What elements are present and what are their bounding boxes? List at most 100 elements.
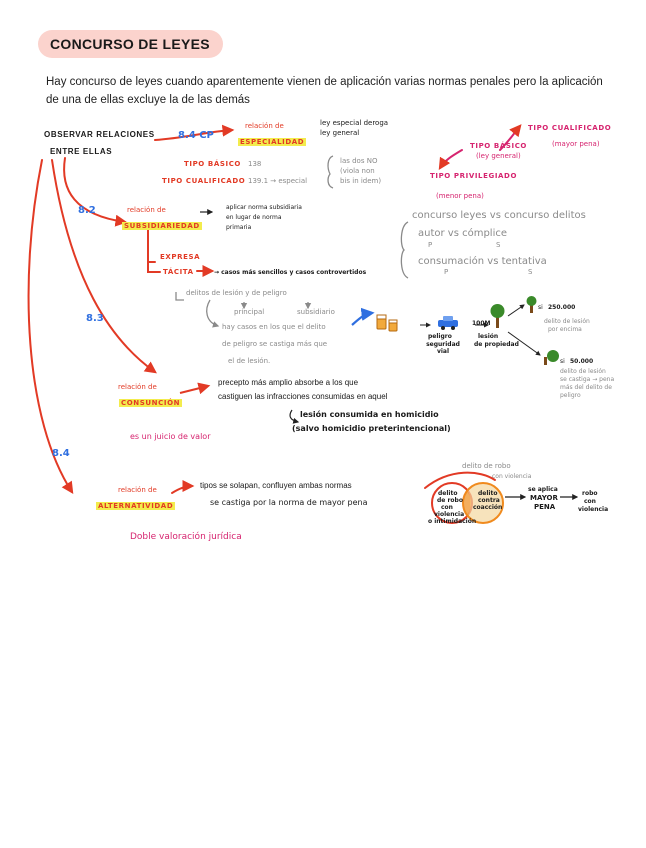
venn-left5: o intimidación	[428, 518, 477, 525]
doble-valoracion: Doble valoración jurídica	[130, 532, 242, 542]
cien-millones: 100M	[472, 320, 491, 327]
venn-left1: delito	[438, 490, 458, 497]
autor-p: P	[428, 241, 433, 249]
tacita-desc: → casos más sencillos y casos controvert…	[214, 269, 367, 276]
consuncion-desc2: castiguen las infracciones consumidas en…	[218, 392, 388, 401]
tipo-cualificado: TIPO CUALIFICADO	[162, 177, 246, 185]
alternatividad-label: ALTERNATIVIDAD	[96, 502, 176, 510]
right-cualificado-sub: (mayor pena)	[552, 140, 600, 148]
lesion-sub: de propiedad	[474, 341, 519, 348]
especialidad-law1: ley especial deroga	[320, 119, 389, 127]
caso2-si: si	[560, 358, 565, 365]
aplica-3: PENA	[534, 503, 556, 511]
venn-diagram	[431, 482, 504, 524]
tipo-basico: TIPO BÁSICO	[184, 160, 241, 168]
peligro-sub: seguridad vial	[426, 341, 460, 355]
ref-especialidad: 8.4 CP	[178, 130, 214, 141]
title-highlight	[38, 30, 223, 58]
ref-subsidiariedad: 8.2	[78, 205, 96, 216]
brace-text-2: (viola non	[340, 167, 375, 175]
rel-alternatividad: relación de	[118, 486, 157, 494]
tipo-cualificado-val: 139.1 → especial	[248, 177, 308, 185]
robo-2: con	[584, 498, 596, 505]
caso2-desc4: peligro	[560, 392, 581, 399]
aplica-1: se aplica	[528, 486, 558, 493]
venn-right3: coacción	[473, 504, 503, 511]
lesion-label: lesión	[478, 333, 499, 340]
caso2-desc3: más del delito de	[560, 384, 612, 391]
right-basico-sub: (ley general)	[476, 152, 521, 160]
consumacion-vs-tentativa: consumación vs tentativa	[418, 256, 547, 267]
robo-3: violencia	[578, 506, 609, 513]
brace-especialidad	[327, 155, 334, 189]
subsidiario-label: subsidiario	[297, 308, 335, 316]
alternatividad-desc2: se castiga por la norma de mayor pena	[210, 498, 368, 507]
venn-top2: con violencia	[492, 473, 532, 480]
complice-s: S	[496, 241, 501, 249]
expresa-label: EXPRESA	[160, 253, 201, 261]
subsidiariedad-desc3: primaria	[226, 224, 252, 231]
caso2-desc2: se castiga → pena	[560, 376, 615, 383]
venn-right2: contra	[478, 497, 500, 504]
intro-paragraph: Hay concurso de leyes cuando aparentemen…	[46, 76, 603, 106]
especialidad-label: ESPECIALIDAD	[238, 138, 307, 146]
subsidiariedad-label: SUBSIDIARIEDAD	[122, 222, 202, 230]
ref-consuncion: 8.3	[86, 313, 104, 324]
consuncion-example1: lesión consumida en homicidio	[300, 410, 439, 419]
consuncion-desc1: precepto más amplio absorbe a los que	[218, 378, 359, 387]
branch-line	[147, 229, 156, 263]
arrow-consuncion	[51, 159, 157, 374]
arrow-subsidiariedad	[63, 157, 128, 227]
tacita-label: TÁCITA	[163, 268, 194, 276]
tentativa-s: S	[528, 268, 533, 276]
page-title: CONCURSO DE LEYES	[50, 36, 210, 52]
caso2-amount: 50.000	[570, 358, 594, 365]
root-label-line1: OBSERVAR RELACIONES	[44, 130, 155, 139]
especialidad-law2: ley general	[320, 129, 360, 137]
beer-icon	[376, 314, 398, 332]
subsidiariedad-desc2: en lugar de norma	[226, 214, 282, 221]
venn-top1: delito de robo	[462, 462, 511, 470]
rel-especialidad: relación de	[245, 122, 284, 130]
right-privilegiado: TIPO PRIVILEGIADO	[430, 172, 518, 180]
tree-icon-small	[526, 296, 537, 313]
caso1-amount: 250.000	[548, 304, 576, 311]
root-label-line2: ENTRE ELLAS	[50, 147, 113, 156]
caso1-si: si	[538, 304, 543, 311]
delitos-lesion-peligro: delitos de lesión y de peligro	[186, 289, 287, 297]
brace-text-3: bis in idem)	[340, 177, 382, 185]
tipo-basico-num: 138	[248, 160, 262, 168]
caso1-desc1: delito de lesión	[544, 318, 590, 325]
arrow-alternatividad	[27, 159, 74, 495]
venn-right1: delito	[478, 490, 498, 497]
nota-line3: el de lesión.	[228, 357, 271, 365]
tree-icon-fallen	[544, 350, 559, 365]
right-privilegiado-sub: (menor pena)	[436, 192, 484, 200]
consumacion-p: P	[444, 268, 449, 276]
autor-vs-complice: autor vs cómplice	[418, 228, 508, 239]
right-cualificado: TIPO CUALIFICADO	[528, 124, 612, 132]
nota-line1: hay casos en los que el delito	[222, 323, 326, 331]
venn-left3: con	[441, 504, 453, 511]
car-icon	[438, 316, 458, 330]
caso2-desc1: delito de lesión	[560, 368, 606, 375]
concurso-leyes-vs-delitos: concurso leyes vs concurso delitos	[412, 210, 586, 221]
brace-text-1: las dos NO	[340, 157, 378, 165]
peligro-label: peligro	[428, 333, 452, 340]
juicio-de-valor: es un juicio de valor	[130, 432, 211, 441]
ref-alternatividad: 8.4	[52, 448, 70, 459]
rel-consuncion: relación de	[118, 383, 157, 391]
consuncion-example2: (salvo homicidio preterintencional)	[292, 424, 451, 433]
tree-icon	[490, 304, 505, 328]
nota-line2: de peligro se castiga más que	[222, 340, 328, 348]
aplica-2: MAYOR	[530, 494, 558, 502]
right-basico: TIPO BÁSICO	[470, 142, 527, 150]
alternatividad-desc1: tipos se solapan, confluyen ambas normas	[200, 481, 352, 490]
principal-label: principal	[234, 308, 265, 316]
brace-concursos	[400, 221, 409, 279]
arrow-especialidad	[154, 124, 235, 141]
rel-subsidiariedad: relación de	[127, 206, 166, 214]
venn-left4: violencia	[434, 511, 465, 518]
caso1-desc2: por encima	[548, 326, 582, 333]
